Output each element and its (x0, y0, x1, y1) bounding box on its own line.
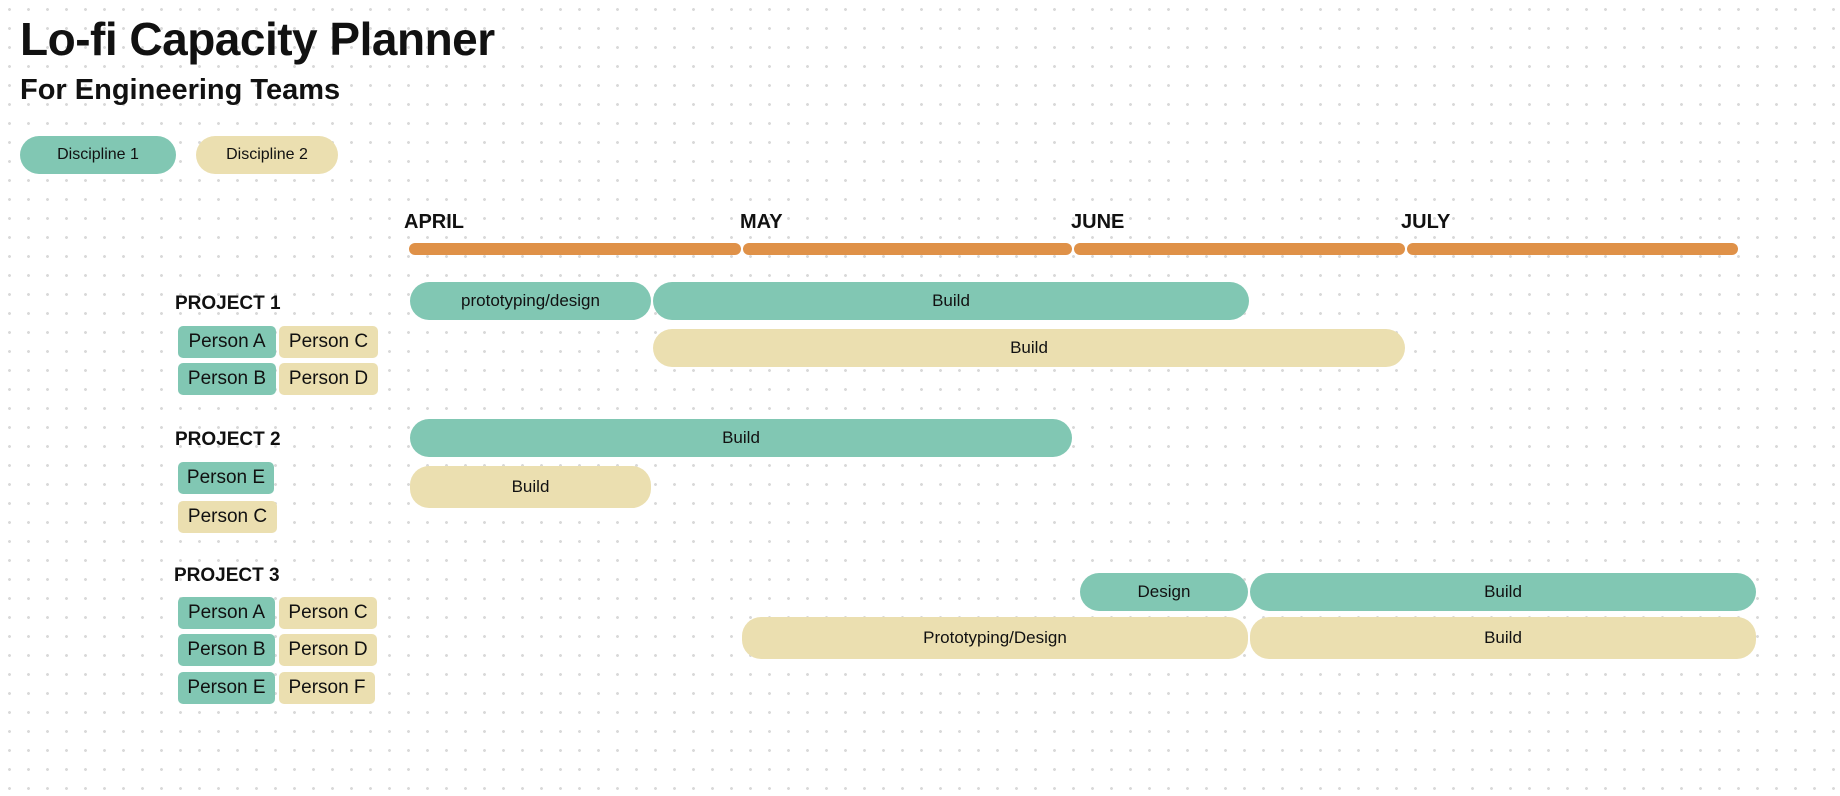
timeline-bar-july (1407, 243, 1738, 255)
task-bar[interactable]: prototyping/design (410, 282, 651, 320)
task-bar[interactable]: Build (653, 329, 1405, 367)
person-tag[interactable]: Person C (178, 501, 277, 533)
task-bar[interactable]: Build (410, 466, 651, 508)
legend-discipline-2[interactable]: Discipline 2 (196, 136, 338, 174)
person-tag[interactable]: Person E (178, 672, 275, 704)
page-subtitle: For Engineering Teams (20, 74, 341, 106)
page-title: Lo-fi Capacity Planner (20, 13, 495, 65)
person-tag[interactable]: Person A (178, 326, 276, 358)
person-tag[interactable]: Person C (279, 326, 378, 358)
person-tag[interactable]: Person E (178, 462, 274, 494)
person-tag[interactable]: Person B (178, 634, 275, 666)
person-tag[interactable]: Person F (279, 672, 375, 704)
project-2-label: PROJECT 2 (175, 429, 281, 450)
month-label-may: MAY (740, 211, 783, 233)
legend-discipline-1[interactable]: Discipline 1 (20, 136, 176, 174)
month-label-july: JULY (1401, 211, 1451, 233)
timeline-bar-june (1074, 243, 1405, 255)
task-bar[interactable]: Design (1080, 573, 1248, 611)
person-tag[interactable]: Person D (279, 363, 378, 395)
task-bar[interactable]: Prototyping/Design (742, 617, 1248, 659)
task-bar[interactable]: Build (653, 282, 1249, 320)
person-tag[interactable]: Person B (178, 363, 276, 395)
timeline-bar-may (743, 243, 1072, 255)
task-bar[interactable]: Build (1250, 617, 1756, 659)
task-bar[interactable]: Build (1250, 573, 1756, 611)
task-bar[interactable]: Build (410, 419, 1072, 457)
month-label-june: JUNE (1071, 211, 1125, 233)
person-tag[interactable]: Person D (279, 634, 377, 666)
person-tag[interactable]: Person C (279, 597, 377, 629)
month-label-april: APRIL (404, 211, 464, 233)
person-tag[interactable]: Person A (178, 597, 275, 629)
project-3-label: PROJECT 3 (174, 565, 280, 586)
project-1-label: PROJECT 1 (175, 293, 281, 314)
timeline-bar-april (409, 243, 741, 255)
